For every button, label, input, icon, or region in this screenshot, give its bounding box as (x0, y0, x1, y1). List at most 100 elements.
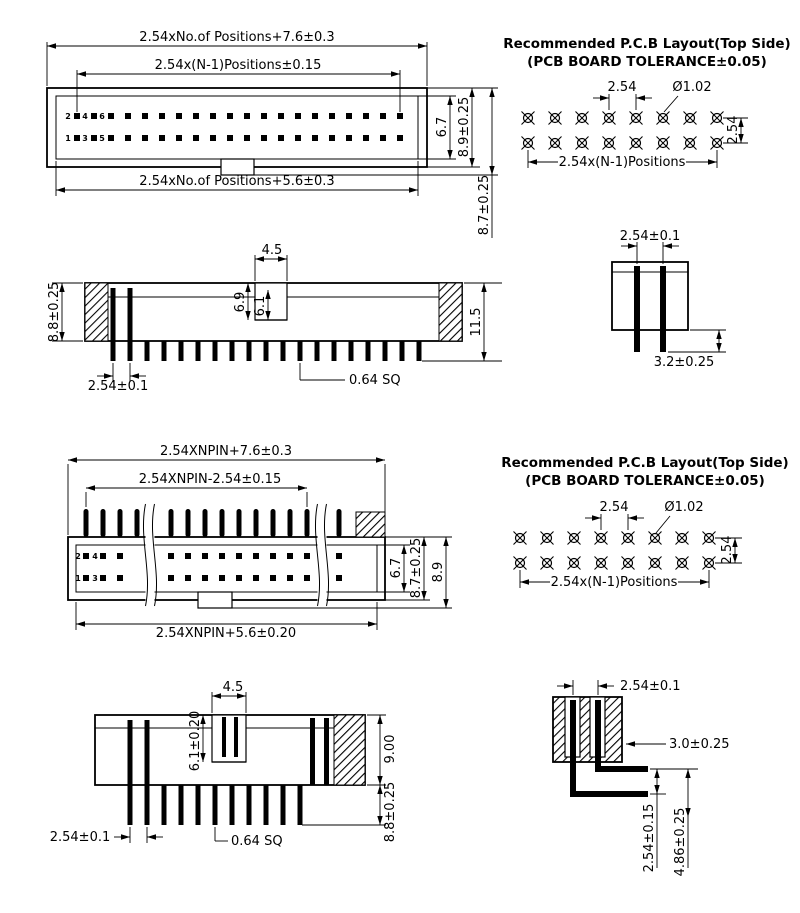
pcb-hole (514, 532, 526, 544)
hatched-end-wall (355, 511, 386, 538)
dim-pitch: 2.54 (608, 80, 637, 95)
dim-overall-bottom: 2.54XNPIN+5.6±0.20 (156, 626, 296, 641)
dim-arrow (716, 343, 722, 352)
pin (185, 509, 191, 537)
pin-pad (117, 553, 123, 559)
pin (348, 341, 354, 361)
dim-line (521, 136, 535, 150)
pin-pad (278, 135, 284, 141)
dim-slot-depth: 6.1±0.20 (188, 711, 203, 772)
pcb-hole (684, 137, 696, 149)
pin-pad (329, 113, 335, 119)
pin-pad (253, 575, 259, 581)
figure-top-view-long: 2.54xNo.of Positions+7.6±0.3 2.54x(N-1)P… (65, 30, 492, 235)
pin (178, 341, 184, 361)
pin (660, 266, 666, 352)
dim-arrow (401, 545, 407, 554)
right-angle-pin-horizontal (570, 791, 648, 797)
pcb-hole (576, 137, 588, 149)
dim-slot-depth-outer: 6.9 (233, 292, 248, 313)
pin-pad (210, 113, 216, 119)
dim-arrow (489, 166, 495, 175)
pin-number: 1 (65, 134, 71, 143)
dim-line (567, 556, 581, 570)
pin-pad (142, 135, 148, 141)
dim-pin-section: 0.64 SQ (231, 834, 283, 849)
figure-top-view-short: 2.54XNPIN+7.6±0.3 2.54XNPIN-2.54±0.15 2.… (75, 444, 446, 641)
dim-line (710, 136, 724, 150)
pin (222, 717, 226, 757)
dim-arrow (59, 283, 65, 292)
dim-arrow (685, 808, 691, 817)
pin-pad (261, 113, 267, 119)
pin (236, 509, 242, 537)
pin-pad (363, 113, 369, 119)
dim-arrow (598, 683, 607, 689)
pin (246, 785, 252, 825)
dim-arrow (564, 683, 573, 689)
pin-pad (168, 575, 174, 581)
pin (263, 785, 269, 825)
dim-line (648, 531, 662, 545)
pin-pad (295, 113, 301, 119)
pcb-hole (676, 557, 688, 569)
dim-overall-top: 2.54xNo.of Positions+7.6±0.3 (139, 30, 334, 45)
dim-line (602, 136, 616, 150)
dim-arrow (265, 311, 271, 320)
pin-pad (202, 575, 208, 581)
dim-arrow (391, 71, 400, 77)
dim-line (548, 111, 562, 125)
pin-pad (270, 553, 276, 559)
polarization-key (197, 591, 233, 609)
dim-overall-bottom: 2.54xNo.of Positions+5.6±0.3 (139, 174, 334, 189)
dim-arrow (469, 158, 475, 167)
pin-pad (176, 135, 182, 141)
break-line (143, 503, 148, 607)
pin-pad (168, 553, 174, 559)
pcb-hole (522, 112, 534, 124)
dim-arrow (104, 373, 113, 379)
pin-pad (227, 113, 233, 119)
pin-number: 5 (99, 134, 105, 143)
dim-body-height: 8.7±0.25 (409, 538, 424, 599)
dim-line (594, 531, 608, 545)
break-gap (317, 504, 327, 608)
dim-arrow (732, 554, 738, 563)
dim-arrow (447, 96, 453, 105)
pin-pad (83, 553, 89, 559)
dimension-graphics (46, 42, 748, 868)
pin-pad (185, 553, 191, 559)
hat­ched-end-wall (438, 282, 463, 342)
pin-pad (380, 113, 386, 119)
pin-number: 2 (65, 112, 71, 121)
dim-arrow (255, 256, 264, 262)
pcb-hole (603, 112, 615, 124)
pin (134, 509, 140, 537)
pin (229, 341, 235, 361)
pin (331, 341, 337, 361)
pin (117, 509, 123, 537)
pin-number: 3 (82, 134, 88, 143)
dim-arrow (76, 621, 85, 627)
dim-total-height: 8.7±0.25 (477, 175, 492, 236)
pin (100, 509, 106, 537)
pin (336, 509, 342, 537)
pin-pad (108, 135, 114, 141)
figure-end-view-straight: 2.54±0.1 3.2±0.25 (620, 229, 715, 370)
pin (324, 718, 329, 785)
dim-pitch: 2.54 (600, 500, 629, 515)
pin-pad (346, 113, 352, 119)
dim-arrow (732, 538, 738, 547)
pin-pad (397, 135, 403, 141)
pin (195, 785, 201, 825)
dim-arrow (59, 332, 65, 341)
key-slot (211, 714, 247, 763)
hatched-end-wall (333, 714, 366, 786)
dim-arrow (738, 134, 744, 143)
pin-pad (202, 553, 208, 559)
dim-line (675, 531, 689, 545)
pin (297, 341, 303, 361)
pin-number: 6 (99, 112, 105, 121)
pin-pad (304, 575, 310, 581)
